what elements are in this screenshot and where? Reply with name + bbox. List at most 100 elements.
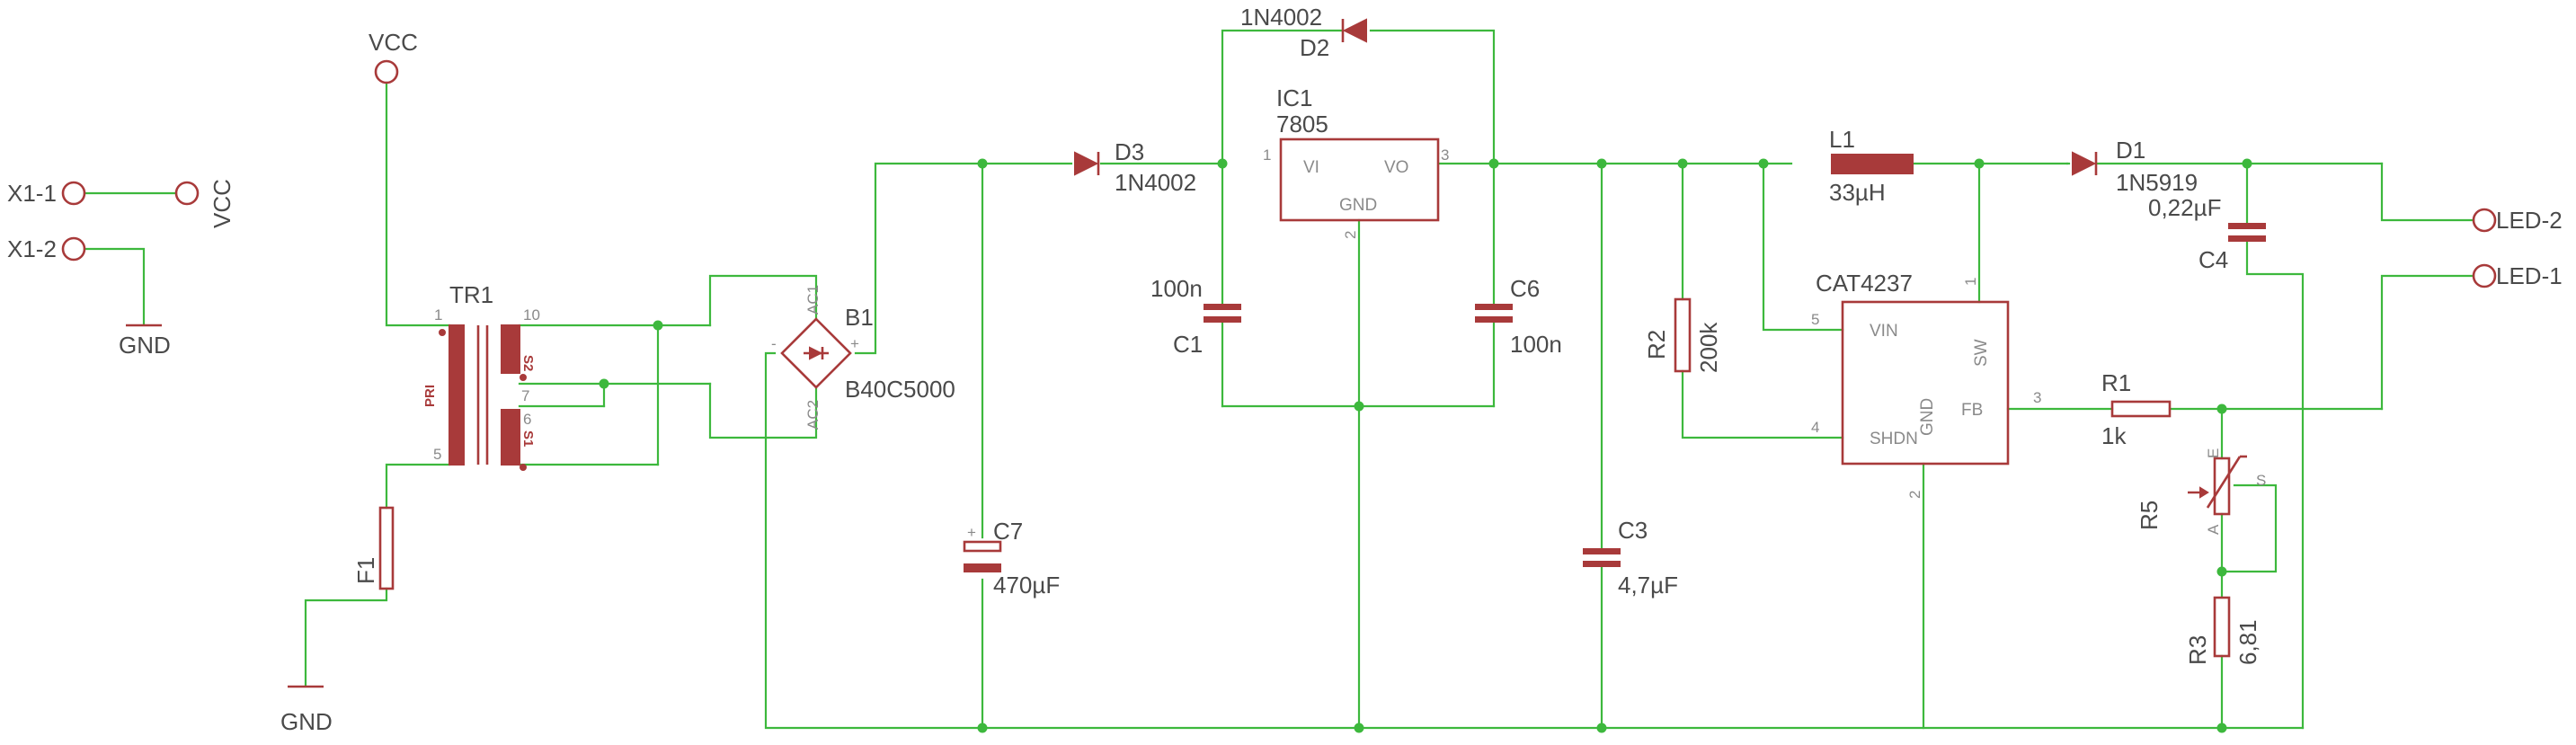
diode-d3[interactable]: D3 1N4002 (1074, 138, 1196, 196)
r3-name: R3 (2184, 635, 2211, 665)
tr1-pin-7: 7 (521, 387, 529, 404)
tr1-pri-label: PRI (422, 385, 438, 407)
diode-d2[interactable]: 1N4002 D2 (1240, 4, 1367, 61)
bridge-rectifier-b1[interactable]: B1 B40C5000 AC1 AC2 + - (771, 285, 955, 430)
ic1-name: IC1 (1276, 84, 1312, 111)
tr1-s1-label: S1 (520, 430, 536, 447)
l1-value: 33µH (1829, 179, 1886, 206)
junction-dot (1758, 158, 1769, 169)
d3-value: 1N4002 (1115, 169, 1196, 196)
x1-2-label: X1-2 (7, 235, 57, 262)
ic1-pin-2: 2 (1342, 231, 1359, 239)
capacitor-c6[interactable]: C6 100n (1475, 275, 1562, 358)
r5-a-label: A (2205, 524, 2222, 535)
connector-led-1[interactable]: LED-1 (2472, 262, 2563, 289)
d2-value: 1N4002 (1240, 4, 1322, 31)
b1-plus-label: + (850, 335, 859, 352)
tr1-pin-6: 6 (523, 411, 531, 428)
junction-dot (1354, 723, 1364, 733)
r1-name: R1 (2101, 369, 2131, 396)
ic1-gnd-label: GND (1339, 196, 1377, 215)
cat4237-vin-label: VIN (1870, 322, 1898, 341)
capacitor-c7[interactable]: + C7 470µF (963, 518, 1060, 599)
r1-value: 1k (2101, 422, 2127, 449)
cat4237-fb-label: FB (1961, 401, 1983, 420)
junction-dot (977, 723, 988, 733)
vcc-x1-label: VCC (209, 179, 235, 228)
cat4237-gnd-label: GND (1918, 398, 1937, 436)
connector-x1-2[interactable]: X1-2 (7, 235, 86, 262)
gnd-symbol-x1: GND (119, 324, 171, 359)
junction-dot (2216, 723, 2227, 733)
ic1-pin-3: 3 (1441, 146, 1449, 164)
transformer-tr1[interactable]: TR1 PRI S2 S1 1 5 10 7 6 (422, 281, 540, 471)
fuse-f1[interactable]: F1 (352, 506, 395, 590)
resistor-r3[interactable]: R3 6,81 (2184, 596, 2261, 665)
gnd-x1-label: GND (119, 332, 171, 359)
junction-dot (599, 378, 609, 389)
connector-x1-1[interactable]: X1-1 (7, 180, 86, 207)
regulator-ic1[interactable]: IC1 7805 VI VO GND 1 3 2 (1263, 84, 1449, 239)
d1-name: D1 (2116, 137, 2145, 164)
capacitor-c1[interactable]: 100n C1 (1150, 275, 1241, 358)
cat4237-pin-1: 1 (1962, 278, 1979, 286)
r5-e-label: E (2205, 448, 2222, 458)
x1-1-label: X1-1 (7, 180, 57, 207)
ic1-vo-label: VO (1384, 158, 1408, 177)
junction-dot (2216, 566, 2227, 577)
c1-name: C1 (1173, 331, 1203, 358)
led-driver-cat4237[interactable]: CAT4237 VIN SW FB SHDN GND 5 4 3 1 2 (1811, 270, 2041, 499)
junction-dot (1677, 158, 1688, 169)
c6-name: C6 (1510, 275, 1540, 302)
potentiometer-r5[interactable]: R5 E A S (2136, 448, 2266, 535)
tr1-pin-10: 10 (523, 306, 540, 324)
connector-led-2[interactable]: LED-2 (2472, 207, 2563, 234)
resistor-r2[interactable]: R2 200k (1643, 297, 1722, 373)
l1-name: L1 (1829, 126, 1855, 153)
junction-dot (1217, 158, 1228, 169)
cat4237-pin-3: 3 (2033, 389, 2041, 406)
tr1-name: TR1 (449, 281, 493, 308)
junction-dot (1488, 158, 1499, 169)
gnd-f1-label: GND (280, 708, 333, 735)
b1-ac1-label: AC1 (804, 285, 822, 315)
junctions (599, 158, 2252, 733)
b1-name: B1 (845, 304, 874, 331)
cat4237-name: CAT4237 (1816, 270, 1913, 297)
cat4237-sw-label: SW (1972, 339, 1991, 367)
ic1-pin-1: 1 (1263, 146, 1271, 164)
ic1-vi-label: VI (1303, 158, 1319, 177)
c3-value: 4,7µF (1618, 572, 1678, 599)
c7-value: 470µF (993, 572, 1060, 599)
capacitor-c4[interactable]: 0,22µF C4 (2148, 194, 2266, 273)
vcc-symbol-tr1: VCC (369, 29, 418, 84)
wires (83, 29, 2475, 730)
b1-minus-label: - (771, 335, 777, 352)
cat4237-pin-5: 5 (1811, 311, 1819, 328)
junction-dot (1596, 158, 1607, 169)
c4-value: 0,22µF (2148, 194, 2221, 221)
c3-name: C3 (1618, 517, 1648, 544)
tr1-pin-5: 5 (433, 446, 441, 463)
diode-d1[interactable]: D1 1N5919 (2072, 137, 2198, 196)
led-1-label: LED-1 (2496, 262, 2563, 289)
vcc-tr1-label: VCC (369, 29, 418, 56)
b1-ac2-label: AC2 (804, 400, 822, 430)
r5-name: R5 (2136, 501, 2163, 530)
capacitor-c3[interactable]: C3 4,7µF (1583, 517, 1678, 599)
ic1-value: 7805 (1276, 111, 1328, 137)
c6-value: 100n (1510, 331, 1562, 358)
junction-dot (2242, 158, 2252, 169)
junction-dot (1354, 401, 1364, 412)
r2-value: 200k (1695, 322, 1722, 373)
led-2-label: LED-2 (2496, 207, 2563, 234)
c1-value: 100n (1150, 275, 1203, 302)
b1-value: B40C5000 (845, 376, 955, 403)
resistor-r1[interactable]: R1 1k (2101, 369, 2172, 449)
inductor-l1[interactable]: L1 33µH (1829, 126, 1914, 206)
junction-dot (1596, 723, 1607, 733)
tr1-s2-label: S2 (520, 355, 536, 371)
r3-value: 6,81 (2234, 619, 2261, 665)
d3-name: D3 (1115, 138, 1144, 165)
